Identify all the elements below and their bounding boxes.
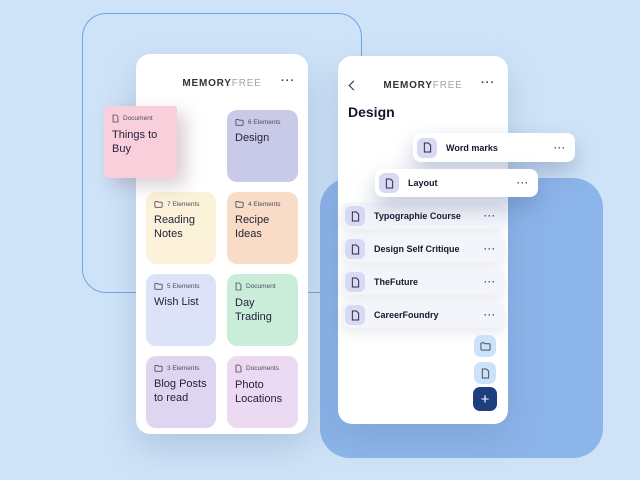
logo-bold: MEMORY: [182, 78, 232, 89]
card-title: Reading Notes: [154, 214, 195, 241]
folder-icon: [235, 200, 244, 208]
card-title: Photo Locations: [235, 379, 283, 406]
list-item-careerfoundry[interactable]: CareerFoundry ···: [341, 302, 505, 328]
app-header: MEMORYFREE ···: [338, 77, 508, 96]
list-item-label: Design Self Critique: [374, 244, 460, 254]
floating-item-layout[interactable]: Layout ···: [375, 169, 538, 197]
card-badge: Document: [123, 115, 153, 122]
item-ellipsis-icon[interactable]: ···: [554, 142, 566, 153]
folder-icon: [154, 282, 163, 290]
card-badge: Documents: [246, 365, 279, 372]
list-item-thefuture[interactable]: TheFuture ···: [341, 269, 505, 295]
folder-icon: [235, 118, 244, 126]
list-item-label: Word marks: [446, 142, 498, 153]
card-badge: 3 Elements: [167, 364, 200, 372]
card-badge: 7 Elements: [167, 200, 200, 208]
document-icon: [379, 173, 399, 193]
page-title: Design: [348, 104, 395, 120]
card-badge: 5 Elements: [167, 282, 200, 290]
logo-bold: MEMORY: [383, 80, 433, 91]
document-icon: [345, 305, 365, 325]
card-title: Wish List: [154, 296, 199, 308]
menu-ellipsis-icon[interactable]: ···: [481, 77, 495, 89]
card-meta: 4 Elements: [235, 200, 290, 208]
card-meta: 6 Elements: [235, 118, 290, 126]
floating-item-word-marks[interactable]: Word marks ···: [413, 133, 575, 162]
category-card-day-trading[interactable]: Document Day Trading: [227, 274, 298, 346]
card-meta: 7 Elements: [154, 200, 208, 208]
document-icon: [345, 272, 365, 292]
list-item-label: CareerFoundry: [374, 310, 439, 320]
card-meta: Document: [235, 282, 290, 291]
item-ellipsis-icon[interactable]: ···: [484, 211, 496, 221]
category-card-design[interactable]: 6 Elements Design: [227, 110, 298, 182]
category-card-recipe-ideas[interactable]: 4 Elements Recipe Ideas: [227, 192, 298, 264]
folder-icon: [154, 364, 163, 372]
card-title: Blog Posts to read: [154, 378, 207, 405]
card-title: Design: [235, 132, 270, 144]
document-icon: [112, 114, 119, 123]
list-item-typographie-course[interactable]: Typographie Course ···: [341, 203, 505, 229]
card-badge: Document: [246, 283, 276, 290]
list-item-label: Typographie Course: [374, 211, 461, 221]
card-badge: 6 Elements: [248, 118, 281, 126]
card-title: Day Trading: [235, 297, 272, 324]
new-folder-button[interactable]: [474, 335, 496, 357]
item-ellipsis-icon[interactable]: ···: [484, 310, 496, 320]
plus-icon: +: [480, 390, 490, 408]
document-icon: [481, 368, 490, 379]
sticky-card-things-to-buy[interactable]: Document Things to Buy: [104, 106, 177, 178]
logo-light: FREE: [432, 80, 463, 91]
card-badge: 4 Elements: [248, 200, 281, 208]
folder-icon: [479, 341, 491, 351]
document-icon: [235, 364, 242, 373]
item-ellipsis-icon[interactable]: ···: [484, 277, 496, 287]
item-ellipsis-icon[interactable]: ···: [517, 178, 529, 188]
document-icon: [345, 239, 365, 259]
list-item-label: Layout: [408, 178, 438, 188]
list-item-design-self-critique[interactable]: Design Self Critique ···: [341, 236, 505, 262]
card-meta: Documents: [235, 364, 290, 373]
add-button[interactable]: +: [473, 387, 497, 411]
card-title: Things to Buy: [112, 129, 158, 156]
list-item-label: TheFuture: [374, 277, 418, 287]
document-icon: [235, 282, 242, 291]
menu-ellipsis-icon[interactable]: ···: [281, 75, 295, 87]
app-logo: MEMORYFREE: [136, 78, 308, 89]
logo-light: FREE: [231, 78, 262, 89]
card-title: Recipe Ideas: [235, 214, 270, 241]
app-header: MEMORYFREE ···: [136, 75, 308, 94]
folder-icon: [154, 200, 163, 208]
app-logo: MEMORYFREE: [338, 80, 508, 91]
document-icon: [417, 137, 437, 158]
category-card-reading-notes[interactable]: 7 Elements Reading Notes: [146, 192, 216, 264]
card-meta: 5 Elements: [154, 282, 208, 290]
card-meta: 3 Elements: [154, 364, 208, 372]
category-card-blog-posts[interactable]: 3 Elements Blog Posts to read: [146, 356, 216, 428]
new-document-button[interactable]: [474, 362, 496, 384]
item-ellipsis-icon[interactable]: ···: [484, 244, 496, 254]
category-card-photo-locations[interactable]: Documents Photo Locations: [227, 356, 298, 428]
category-card-wish-list[interactable]: 5 Elements Wish List: [146, 274, 216, 346]
card-meta: Document: [112, 114, 169, 123]
detail-screen: MEMORYFREE ··· Design Typographie Course…: [338, 56, 508, 424]
category-grid: 6 Elements Design 7 Elements Reading Not…: [146, 110, 298, 428]
document-icon: [345, 206, 365, 226]
